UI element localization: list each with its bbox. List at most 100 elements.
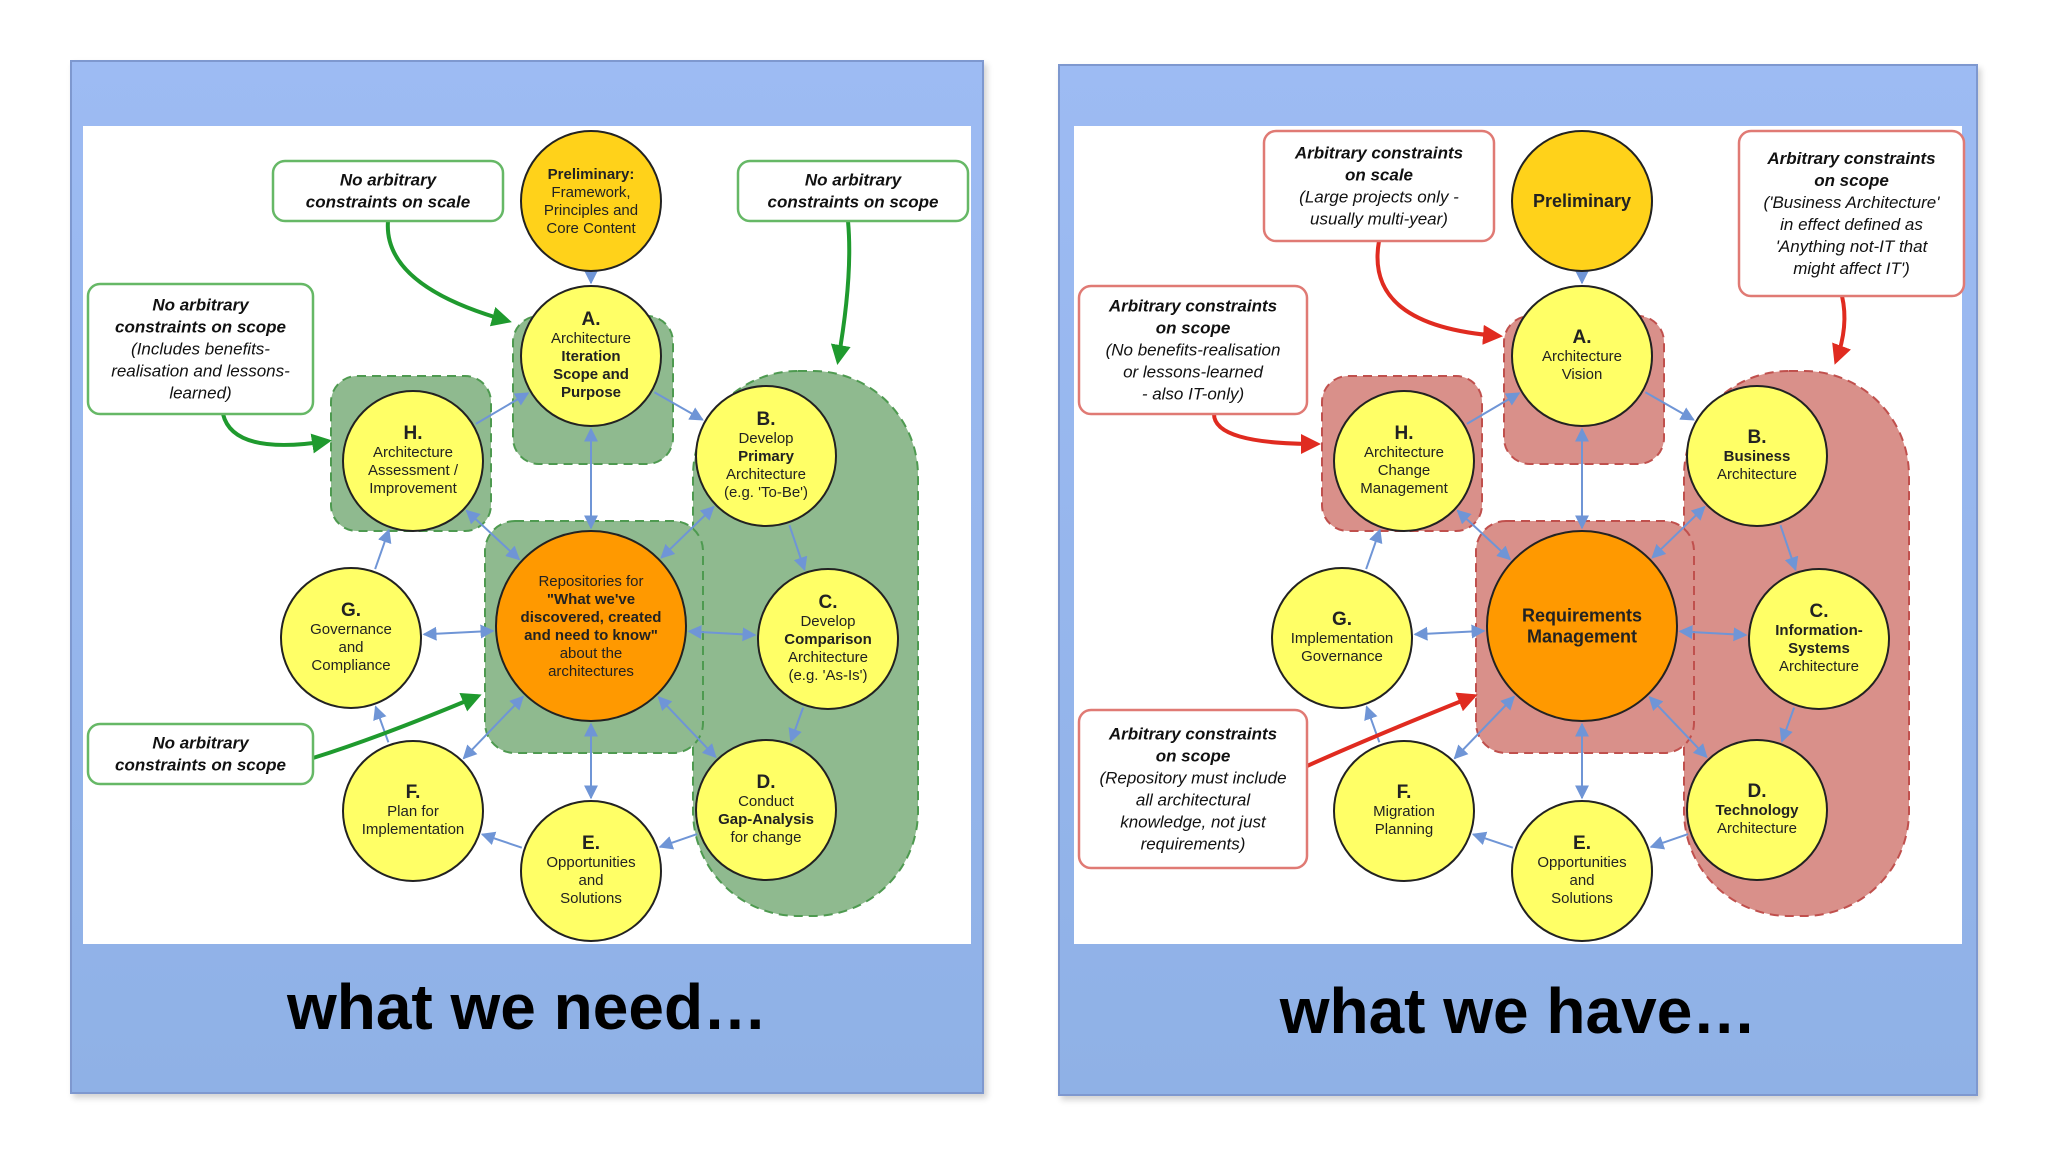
connector-hub-F bbox=[1453, 695, 1516, 760]
phase-f-node-text: Plan for bbox=[387, 803, 439, 820]
connector-E-F bbox=[1471, 831, 1514, 849]
phase-e-node-text: E. bbox=[582, 833, 600, 854]
phase-c-node-text: Information- bbox=[1775, 622, 1863, 639]
phase-b-node-text: B. bbox=[1748, 427, 1767, 448]
phase-a-node-text: Iteration bbox=[561, 348, 620, 365]
phase-e-node-text: Solutions bbox=[1551, 890, 1613, 907]
phase-h-node-text: Change bbox=[1378, 462, 1431, 479]
phase-f-node-text: Implementation bbox=[362, 821, 465, 838]
callout-text: learned) bbox=[169, 384, 231, 403]
preliminary-node: Preliminary bbox=[1511, 130, 1653, 272]
callout-text: No arbitrary bbox=[805, 171, 903, 190]
callout-text: realisation and lessons- bbox=[111, 362, 290, 381]
constraint-arrow bbox=[312, 692, 482, 760]
left-caption: what we need… bbox=[286, 971, 768, 1043]
callout-text: or lessons-learned bbox=[1123, 363, 1263, 382]
constraint-arrow bbox=[385, 220, 512, 327]
phase-a-node-text: A. bbox=[1573, 327, 1592, 348]
connector-F-G bbox=[373, 705, 390, 743]
left-diagram-svg: Preliminary:Framework,Principles andCore… bbox=[86, 130, 970, 942]
connector-C-D bbox=[1779, 707, 1796, 743]
callout-text: all architectural bbox=[1136, 791, 1252, 810]
preliminary-node: Preliminary:Framework,Principles andCore… bbox=[520, 130, 662, 272]
callout-text: (Repository must include bbox=[1099, 769, 1286, 788]
phase-d-node-text: for change bbox=[731, 829, 802, 846]
phase-h-node-text: H. bbox=[1395, 423, 1414, 444]
connector-D-E bbox=[1649, 833, 1689, 850]
connector-H-A bbox=[475, 392, 530, 425]
phase-c-node-text: (e.g. 'As-Is') bbox=[788, 667, 867, 684]
phase-e-node-text: Opportunities bbox=[1537, 854, 1626, 871]
callout-text: No arbitrary bbox=[152, 296, 250, 315]
callout-text: on scope bbox=[1156, 319, 1231, 338]
phase-a-node-text: Scope and bbox=[553, 366, 629, 383]
callout-scale: Arbitrary constraints on scale (Large proj… bbox=[1262, 129, 1503, 345]
connector-C-D bbox=[788, 707, 805, 743]
connector-hub-G bbox=[1413, 624, 1486, 641]
phase-f-node-text: Planning bbox=[1375, 821, 1433, 838]
callout-text: on scale bbox=[1345, 166, 1413, 185]
phase-f-node-text: F. bbox=[1397, 782, 1412, 803]
phase-h-node-text: H. bbox=[404, 423, 423, 444]
callout-text: on scope bbox=[1814, 171, 1889, 190]
phase-h-node-text: Architecture bbox=[373, 444, 453, 461]
phase-e-node-text: and bbox=[578, 872, 603, 889]
phase-c-node-text: C. bbox=[1810, 601, 1829, 622]
phase-e-node-text: Opportunities bbox=[546, 854, 635, 871]
callout-text: constraints on scale bbox=[306, 193, 470, 212]
callout-text: constraints on scope bbox=[115, 318, 286, 337]
phase-c-node-text: Architecture bbox=[1779, 658, 1859, 675]
phase-d-node-text: D. bbox=[757, 772, 776, 793]
constraint-arrow bbox=[221, 413, 332, 454]
phase-h-node-text: Assessment / bbox=[368, 462, 459, 479]
callout-text: in effect defined as bbox=[1780, 215, 1923, 234]
hub-node-text: discovered, created bbox=[521, 609, 662, 626]
phase-b-node-text: Architecture bbox=[726, 466, 806, 483]
callout-scale: No arbitrary constraints on scale bbox=[271, 159, 512, 327]
preliminary-text: Principles and bbox=[544, 202, 638, 219]
phase-c-node-text: Develop bbox=[800, 613, 855, 630]
connector-hub-H bbox=[465, 509, 521, 561]
phase-a-node-text: Architecture bbox=[551, 330, 631, 347]
phase-g-node-text: and bbox=[338, 639, 363, 656]
hub-node-text: about the bbox=[560, 645, 623, 662]
phase-e-node-text: E. bbox=[1573, 833, 1591, 854]
connector-G-H bbox=[1365, 528, 1383, 570]
connector-arrows bbox=[1364, 270, 1799, 850]
phase-d-node-text: Architecture bbox=[1717, 820, 1797, 837]
phase-h-node-text: Architecture bbox=[1364, 444, 1444, 461]
phase-a-node-text: Vision bbox=[1562, 366, 1603, 383]
connector-hub-B bbox=[660, 505, 715, 559]
phase-e-node-text: Solutions bbox=[560, 890, 622, 907]
callout-text: (Large projects only - bbox=[1299, 188, 1459, 207]
hub-node-text: architectures bbox=[548, 663, 634, 680]
connector-D-E bbox=[658, 833, 698, 850]
phase-b-node-text: (e.g. 'To-Be') bbox=[724, 484, 808, 501]
phase-c-node-text: Comparison bbox=[784, 631, 872, 648]
callout-text: Arbitrary constraints bbox=[1294, 144, 1463, 163]
constraint-arrow bbox=[1375, 240, 1503, 345]
connector-A-B bbox=[1644, 391, 1695, 421]
callout-text: No arbitrary bbox=[340, 171, 438, 190]
phase-b-node-text: Primary bbox=[738, 448, 795, 465]
phase-a-node-text: A. bbox=[582, 309, 601, 330]
phase-g-node-text: Implementation bbox=[1291, 630, 1394, 647]
phase-e-node-text: and bbox=[1569, 872, 1594, 889]
constraint-arrow bbox=[1832, 295, 1851, 365]
